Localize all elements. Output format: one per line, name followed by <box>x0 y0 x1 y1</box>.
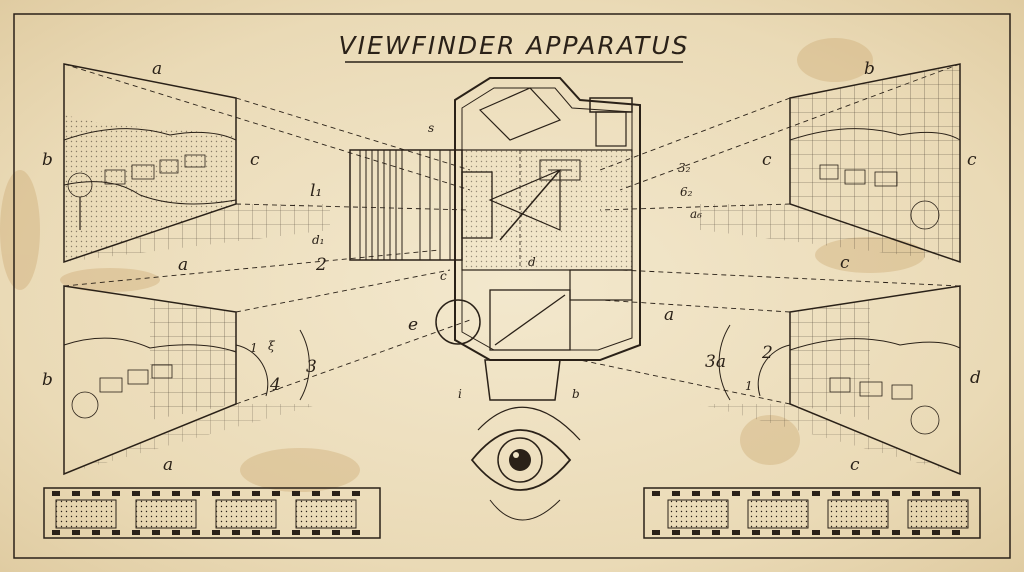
label-3: 3 <box>306 357 317 377</box>
label-d-camera: d <box>528 255 536 269</box>
page-title: VIEWFINDER APPARATUS <box>338 31 689 60</box>
eye-icon <box>470 406 581 521</box>
label-a6: a₆ <box>690 207 702 221</box>
label-xi: ξ <box>268 339 276 353</box>
label-1: 1 <box>745 379 753 393</box>
label-c-right: c <box>250 150 260 170</box>
label-b-left: b <box>42 150 53 170</box>
label-3a: 3a <box>705 352 726 372</box>
label-2: 2 <box>315 255 327 275</box>
label-i: i <box>458 387 462 401</box>
label-62: 6₂ <box>680 185 693 199</box>
label-a-camera: a <box>664 305 674 325</box>
label-c-left: c <box>762 150 772 170</box>
label-b-top: b <box>864 59 875 79</box>
label-2: 2 <box>761 343 773 363</box>
label-e: e <box>408 315 418 335</box>
panel-bottom-right: d c 3a 2 1 <box>700 285 981 476</box>
label-d1: d₁ <box>312 233 325 247</box>
label-32: 3₂ <box>678 161 691 175</box>
label-b-camera: b <box>572 387 580 401</box>
label-c-right: c <box>967 150 977 170</box>
label-c-bottom: c <box>840 253 850 273</box>
panel-bottom-left: b a 1 ξ 3 4 <box>42 285 320 476</box>
panel-top-left: a b c a <box>42 59 330 275</box>
label-a-top: a <box>152 59 162 79</box>
film-strip-icon <box>43 487 981 539</box>
label-b-left: b <box>42 370 53 390</box>
label-s: s <box>428 121 434 135</box>
label-d-right: d <box>970 368 981 388</box>
label-4: 4 <box>269 375 281 395</box>
panel-top-right: b c c c <box>700 59 977 273</box>
camera-icon: s l₁ d₁ 2 c d e a i b 3₂ 6₂ a₆ <box>310 77 702 401</box>
label-l1: l₁ <box>310 181 322 201</box>
label-a-bottom: a <box>178 255 188 275</box>
label-c-lens: c <box>440 269 447 283</box>
label-1: 1 <box>250 341 258 355</box>
label-a-bottom: a <box>163 455 173 475</box>
page-border <box>13 13 1011 559</box>
label-c-bottom: c <box>850 455 860 475</box>
